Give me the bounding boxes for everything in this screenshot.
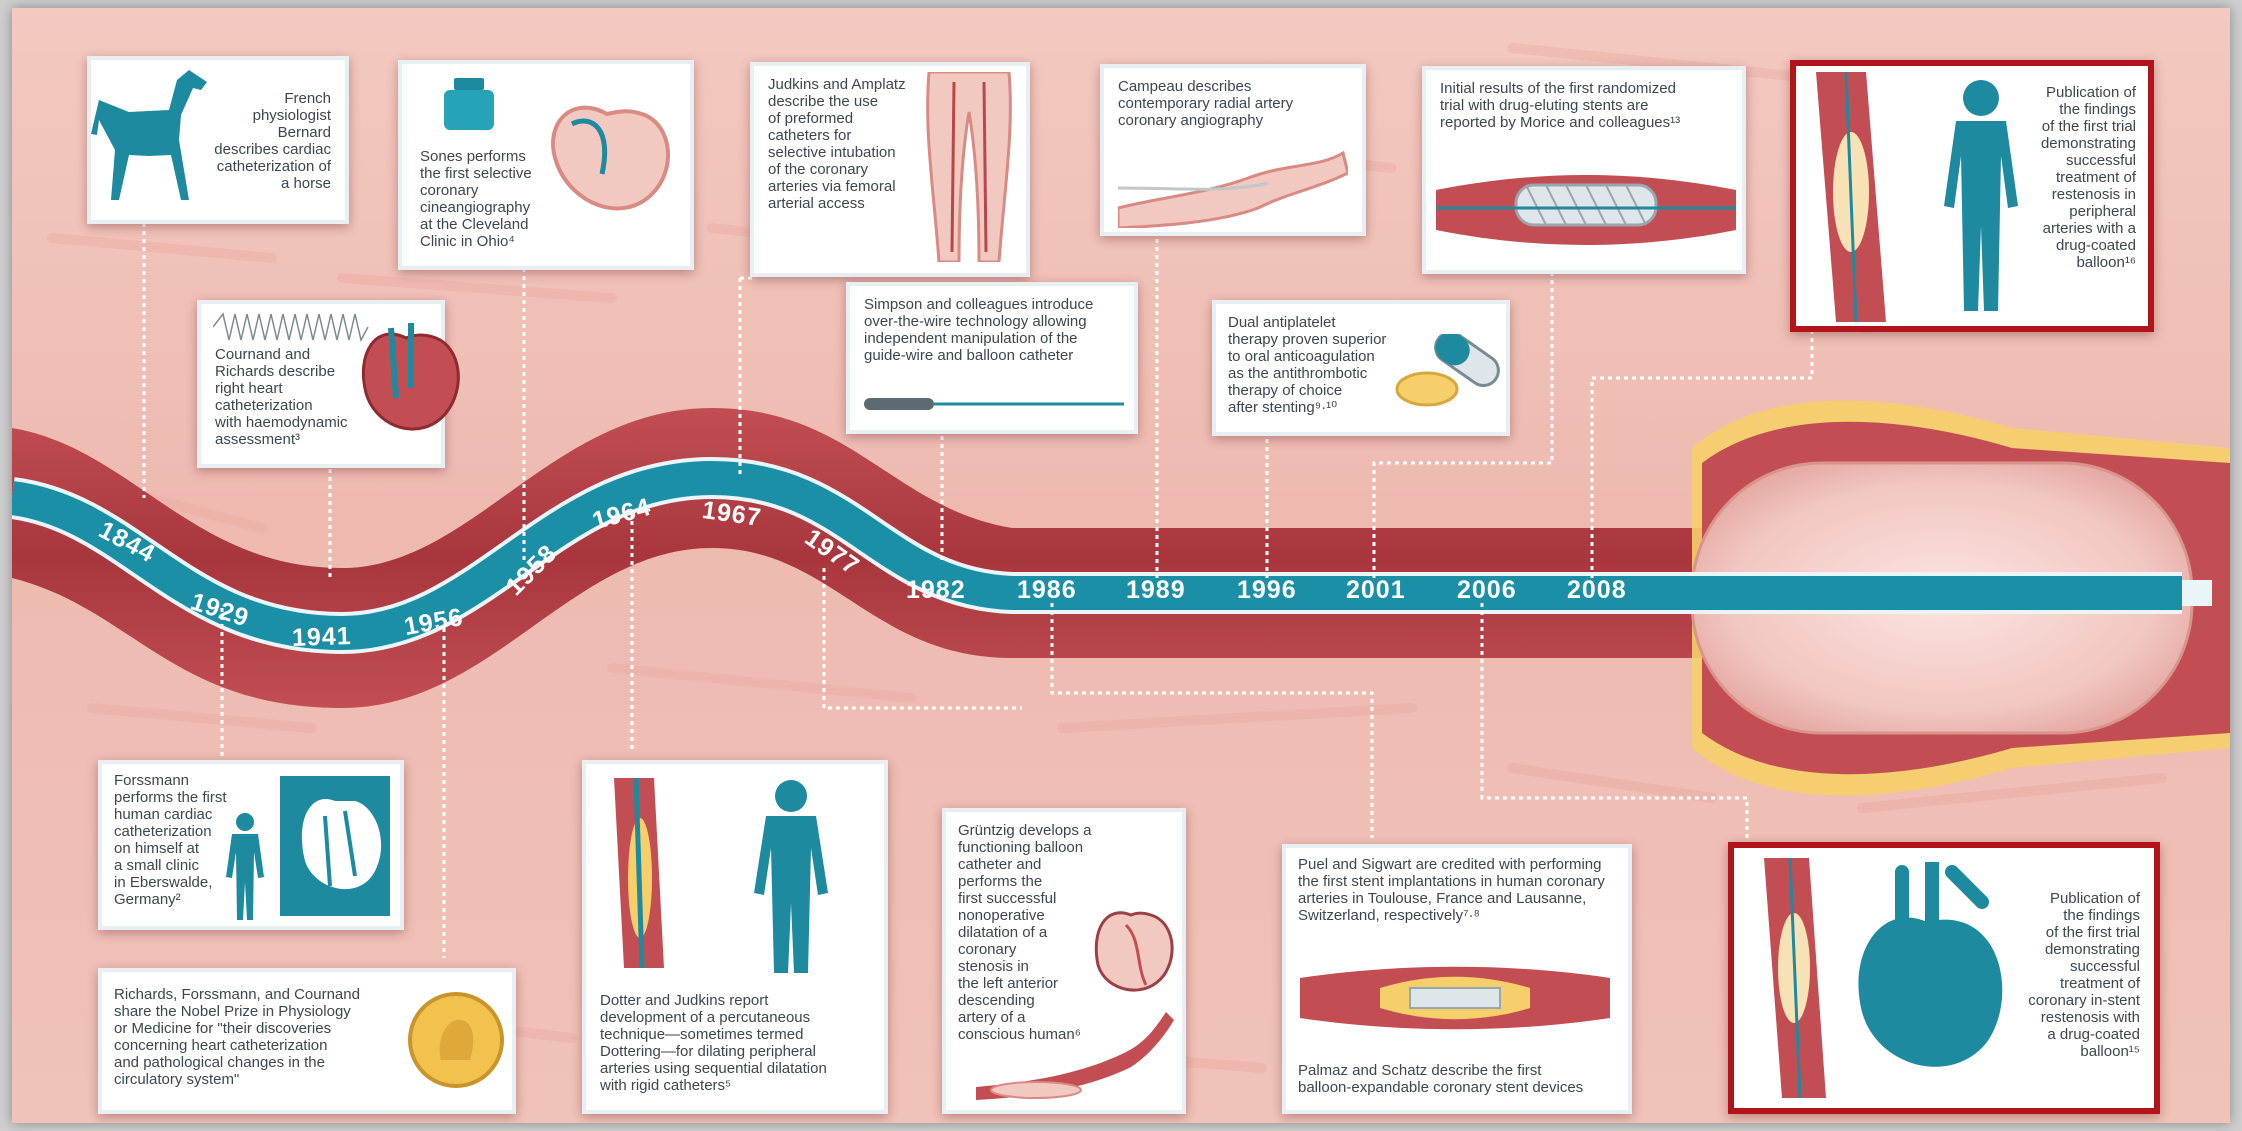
year-2006: 2006	[1457, 576, 1517, 605]
event-card-1958: Sones performs the first selective coron…	[398, 60, 694, 270]
ecg-wave-icon	[213, 312, 373, 342]
event-card-1844: French physiologist Bernard describes ca…	[87, 56, 349, 224]
event-card-1996: Dual antiplatelet therapy proven superio…	[1212, 300, 1510, 436]
human-body-icon	[220, 812, 270, 922]
artery-balloon-icon	[1754, 858, 1834, 1098]
year-1986: 1986	[1017, 576, 1077, 605]
event-text-1844: French physiologist Bernard describes ca…	[201, 90, 331, 192]
heart-icon	[1086, 900, 1176, 1000]
event-text-1941: Cournand and Richards describe right hea…	[215, 346, 375, 448]
event-text-2006: Publication of the findings of the first…	[1990, 890, 2140, 1060]
event-text-1964: Dotter and Judkins report development of…	[600, 992, 880, 1094]
timeline-infographic: 1844 1929 1941 1956 1958 1964 1967 1977 …	[12, 8, 2230, 1123]
heart-icon	[1842, 862, 2012, 1092]
event-text-1958: Sones performs the first selective coron…	[420, 148, 570, 250]
event-card-1982: Simpson and colleagues introduce over-th…	[846, 282, 1138, 434]
year-1996: 1996	[1237, 576, 1297, 605]
ink-bottle-icon	[442, 76, 512, 136]
year-1941: 1941	[292, 622, 353, 653]
stent-icon	[1300, 958, 1610, 1038]
event-card-1977: Grüntzig develops a functioning balloon …	[942, 808, 1186, 1114]
event-text-1986b: Palmaz and Schatz describe the first bal…	[1298, 1062, 1628, 1096]
event-card-1964: Dotter and Judkins report development of…	[582, 760, 888, 1114]
stent-icon	[1436, 150, 1736, 260]
balloon-catheter-icon	[976, 1012, 1176, 1102]
artery-catheter-icon	[604, 778, 674, 968]
event-card-1929: Forssmann performs the first human cardi…	[98, 760, 404, 930]
event-card-2001: Initial results of the first randomized …	[1422, 66, 1746, 274]
horse-icon	[89, 60, 219, 210]
event-card-1967: Judkins and Amplatz describe the use of …	[750, 62, 1030, 277]
nobel-medal-icon	[406, 990, 506, 1090]
artery-balloon-icon	[1806, 72, 1896, 322]
year-2008: 2008	[1567, 576, 1627, 605]
event-text-1996: Dual antiplatelet therapy proven superio…	[1228, 314, 1408, 416]
event-card-2008: Publication of the findings of the first…	[1790, 60, 2154, 332]
pills-icon	[1392, 334, 1502, 414]
event-text-2008: Publication of the findings of the first…	[1996, 84, 2136, 271]
catheter-icon	[864, 392, 1124, 416]
year-2001: 2001	[1346, 576, 1406, 605]
event-card-2006: Publication of the findings of the first…	[1728, 842, 2160, 1114]
event-text-1989: Campeau describes contemporary radial ar…	[1118, 78, 1358, 129]
arm-icon	[1118, 138, 1348, 228]
event-card-1956: Richards, Forssmann, and Cournand share …	[98, 968, 516, 1114]
year-1989: 1989	[1126, 576, 1186, 605]
event-card-1989: Campeau describes contemporary radial ar…	[1100, 64, 1366, 236]
event-text-1986: Puel and Sigwart are credited with perfo…	[1298, 856, 1628, 924]
year-1982: 1982	[906, 576, 966, 605]
heart-xray-icon	[280, 776, 390, 916]
event-card-1986: Puel and Sigwart are credited with perfo…	[1282, 844, 1632, 1114]
event-card-1941: Cournand and Richards describe right hea…	[197, 300, 445, 468]
event-text-1956: Richards, Forssmann, and Cournand share …	[114, 986, 404, 1088]
leg-arteries-icon	[914, 72, 1024, 262]
event-text-2001: Initial results of the first randomized …	[1440, 80, 1740, 131]
event-text-1967: Judkins and Amplatz describe the use of …	[768, 76, 928, 212]
event-text-1982: Simpson and colleagues introduce over-th…	[864, 296, 1134, 364]
human-body-icon	[736, 778, 846, 978]
